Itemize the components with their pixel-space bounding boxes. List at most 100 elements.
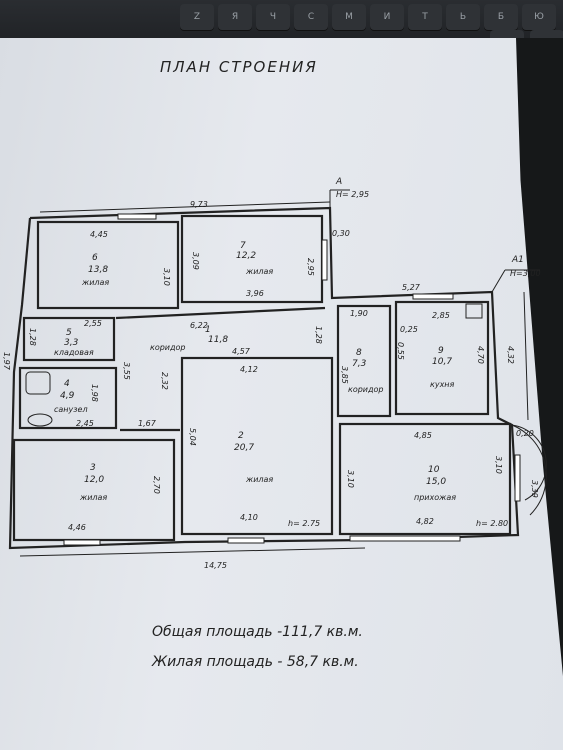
room-number: 2 xyxy=(238,431,244,441)
room-area: 3,3 xyxy=(64,338,79,348)
dimension-label: 0,20 xyxy=(516,429,534,438)
room-name: кухня xyxy=(430,380,455,389)
room-area: 10,7 xyxy=(432,357,452,367)
key: Ю xyxy=(522,4,556,30)
room-area: 12,0 xyxy=(84,475,104,485)
outer-wall xyxy=(8,206,520,550)
key: М xyxy=(332,4,366,30)
page-title: ПЛАН СТРОЕНИЯ xyxy=(160,58,318,76)
dimension-line xyxy=(19,547,366,557)
dimension-label: 4,45 xyxy=(90,230,108,239)
room-area: 11,8 xyxy=(208,335,228,345)
room-name: кладовая xyxy=(54,348,94,357)
dimension-label: 3,09 xyxy=(191,252,200,270)
dimension-line xyxy=(523,291,529,421)
marker-a-height: Н= 2,95 xyxy=(336,190,369,199)
room-name: жилая xyxy=(245,475,273,484)
window xyxy=(321,239,328,281)
dimension-label: 1,98 xyxy=(90,384,99,402)
room-name: жилая xyxy=(79,493,107,502)
dimension-label: 5,04 xyxy=(188,428,197,446)
room-number: 10 xyxy=(428,465,440,475)
total-area-text: Общая площадь -111,7 кв.м. xyxy=(152,624,363,640)
dimension-label: 9,73 xyxy=(190,200,208,209)
room-name: жилая xyxy=(245,267,273,276)
room-area: 13,8 xyxy=(88,265,108,275)
room-number: 7 xyxy=(240,241,246,251)
window xyxy=(63,539,101,546)
room-6-walls xyxy=(36,220,180,310)
key: Ь xyxy=(446,4,480,30)
room-number: 4 xyxy=(64,379,70,389)
room-10-walls xyxy=(338,422,512,536)
room-number: 8 xyxy=(356,348,362,358)
ceiling-height: h= 2.80 xyxy=(476,519,508,528)
room-number: 5 xyxy=(66,328,72,338)
marker-a: А xyxy=(335,177,342,187)
door-arc xyxy=(511,424,547,501)
window xyxy=(514,454,521,502)
dimension-label: 3,85 xyxy=(340,366,349,384)
dimension-label: 3,10 xyxy=(162,268,171,286)
marker-a1: А1 xyxy=(511,255,524,265)
room-number: 9 xyxy=(438,346,444,356)
dimension-label: 4,85 xyxy=(414,431,432,440)
dimension-label: 2,95 xyxy=(306,258,315,276)
key: Т xyxy=(408,4,442,30)
dimension-line xyxy=(39,201,331,213)
dimension-label: 14,75 xyxy=(204,561,227,570)
room-area: 7,3 xyxy=(352,359,367,369)
room-8-walls xyxy=(336,304,392,418)
dimension-label: 4,46 xyxy=(68,523,86,532)
room-area: 15,0 xyxy=(426,477,446,487)
room-2-walls xyxy=(180,356,334,536)
dimension-label: 2,85 xyxy=(432,311,450,320)
key: Z xyxy=(180,4,214,30)
room-name: коридор xyxy=(348,385,384,394)
corridor-wall xyxy=(115,306,326,320)
dimension-label: 1,97 xyxy=(2,352,11,371)
dimension-label: 1,28 xyxy=(314,326,323,344)
dimension-label: 3,10 xyxy=(346,470,355,488)
dimension-label: 4,82 xyxy=(416,517,434,526)
window xyxy=(117,213,157,220)
room-name: прихожая xyxy=(414,493,456,502)
room-area: 4,9 xyxy=(60,391,75,401)
dimension-label: 2,70 xyxy=(152,476,161,494)
dimension-label: 3,39 xyxy=(530,480,539,498)
key: Ч xyxy=(256,4,290,30)
paper-sheet xyxy=(0,38,563,750)
dimension-label: 5,27 xyxy=(402,283,421,292)
dimension-label: 4,57 xyxy=(232,347,251,356)
living-area-text: Жилая площадь - 58,7 кв.м. xyxy=(152,654,359,670)
key: Б xyxy=(484,4,518,30)
dimension-label: 4,32 xyxy=(506,346,515,364)
dimension-label: 6,22 xyxy=(190,321,208,330)
room-4-walls xyxy=(18,366,118,430)
dimension-label: 2,55 xyxy=(84,319,102,328)
window xyxy=(227,537,265,544)
dimension-label: 3,55 xyxy=(122,362,131,380)
door-arc xyxy=(511,424,547,516)
dimension-label: 4,10 xyxy=(240,513,258,522)
room-name: жилая xyxy=(81,278,109,287)
key: С xyxy=(294,4,328,30)
room-number: 3 xyxy=(90,463,96,473)
dimension-label: 0,55 xyxy=(396,342,405,360)
toilet xyxy=(27,413,53,427)
key: И xyxy=(370,4,404,30)
dimension-label: 4,12 xyxy=(240,365,258,374)
dimension-label: 0,30 xyxy=(332,229,350,238)
room-9-walls xyxy=(394,300,490,416)
dimension-label: 3,96 xyxy=(246,289,264,298)
dimension-label: 4,70 xyxy=(476,346,485,364)
dimension-label: 1,28 xyxy=(28,328,37,346)
window xyxy=(412,293,454,300)
ceiling-height: h= 2.75 xyxy=(288,519,320,528)
window xyxy=(349,535,461,542)
key: Я xyxy=(218,4,252,30)
room-3-walls xyxy=(12,438,176,542)
room-area: 20,7 xyxy=(234,443,254,453)
stove xyxy=(465,303,483,319)
